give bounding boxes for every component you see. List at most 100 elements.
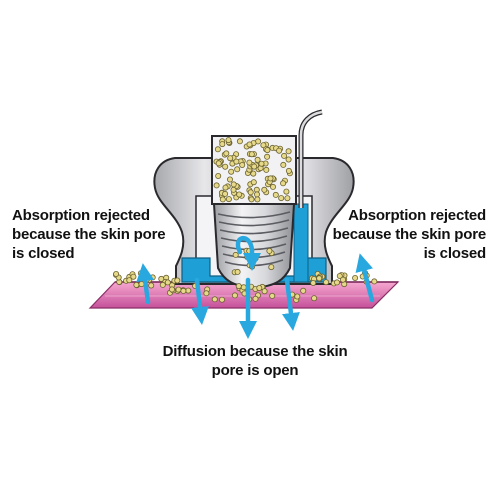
particle [113,270,120,277]
particle [276,147,283,154]
label-right-line-3: is closed [423,245,487,262]
particle [285,167,292,174]
threaded-nozzle [212,203,296,290]
label-left-line-2: because the skin pore [12,226,166,243]
particle [219,141,226,148]
particle [215,172,222,179]
particle [352,274,359,281]
particle [258,160,265,167]
particle [223,150,230,157]
particle [300,287,307,294]
particle [248,196,255,203]
particle [260,142,267,149]
particle [285,148,292,155]
particle [251,163,258,170]
particle [126,277,133,284]
particle [249,263,256,270]
particle [185,287,192,294]
particle [219,196,226,203]
particle [149,274,156,281]
arrow-diffusion-left [191,277,209,325]
particle [234,166,241,173]
particle [261,186,268,193]
particle [248,151,255,158]
particle [278,195,285,202]
particle [227,155,234,162]
particle [234,268,241,275]
label-left-line-3: is closed [12,245,75,262]
particle [339,276,346,283]
liquid-reservoir [181,203,327,283]
particle [316,275,323,282]
label-bottom-line-1: Diffusion because the skin [162,343,348,360]
particle [267,175,274,182]
particle [371,278,378,285]
particle [211,296,218,303]
particle [222,190,229,197]
particle [283,188,290,195]
particle [246,159,253,166]
particle [281,152,288,159]
particle [280,161,287,168]
arrow-diffusion-right [281,277,300,331]
flow-arrows [136,236,375,339]
particle [266,247,273,254]
particle [252,295,259,302]
particle [214,146,221,153]
particle [225,137,232,144]
particle [254,156,261,163]
label-absorption-rejected-left: Absorption rejected because the skin por… [12,206,166,263]
particle [244,253,251,260]
particle [180,287,187,294]
particle [159,281,166,288]
particle [263,166,270,173]
particle [130,273,137,280]
particle [236,191,243,198]
side-tube [298,109,323,208]
particle [239,161,246,168]
particle [232,251,239,258]
particle [230,181,237,188]
particle [228,168,235,175]
particle [203,290,210,297]
particle [174,277,181,284]
label-right-line-2: because the skin pore [332,226,487,243]
particle [256,284,263,291]
label-absorption-rejected-right: Absorption rejected because the skin por… [332,206,487,263]
label-right-line-1: Absorption rejected [348,207,486,224]
particle [225,196,232,203]
particle [164,279,171,286]
particle [246,141,253,148]
particle [280,180,287,187]
particle [133,281,140,288]
particle [284,195,291,202]
particle [285,156,292,163]
particle [168,286,175,293]
particle [268,264,275,271]
particle [264,153,271,160]
particle [310,279,317,286]
arrow-right-rejected [355,253,375,303]
particle [269,292,276,299]
particle [230,186,237,193]
particle [333,279,340,286]
particle [218,296,225,303]
particle-container [211,135,297,205]
particle [294,293,301,300]
particle [222,163,229,170]
particle [323,279,330,286]
arrow-nozzle-inflow [235,236,261,271]
particle [222,184,229,191]
particle [250,179,257,186]
particle [213,182,220,189]
particle [269,183,276,190]
particle [236,138,243,145]
particle [226,176,233,183]
particle [272,191,279,198]
particle [215,160,222,167]
particle [311,295,318,302]
label-bottom-line-2: pore is open [211,362,299,379]
particle [175,286,182,293]
particle [261,288,268,295]
